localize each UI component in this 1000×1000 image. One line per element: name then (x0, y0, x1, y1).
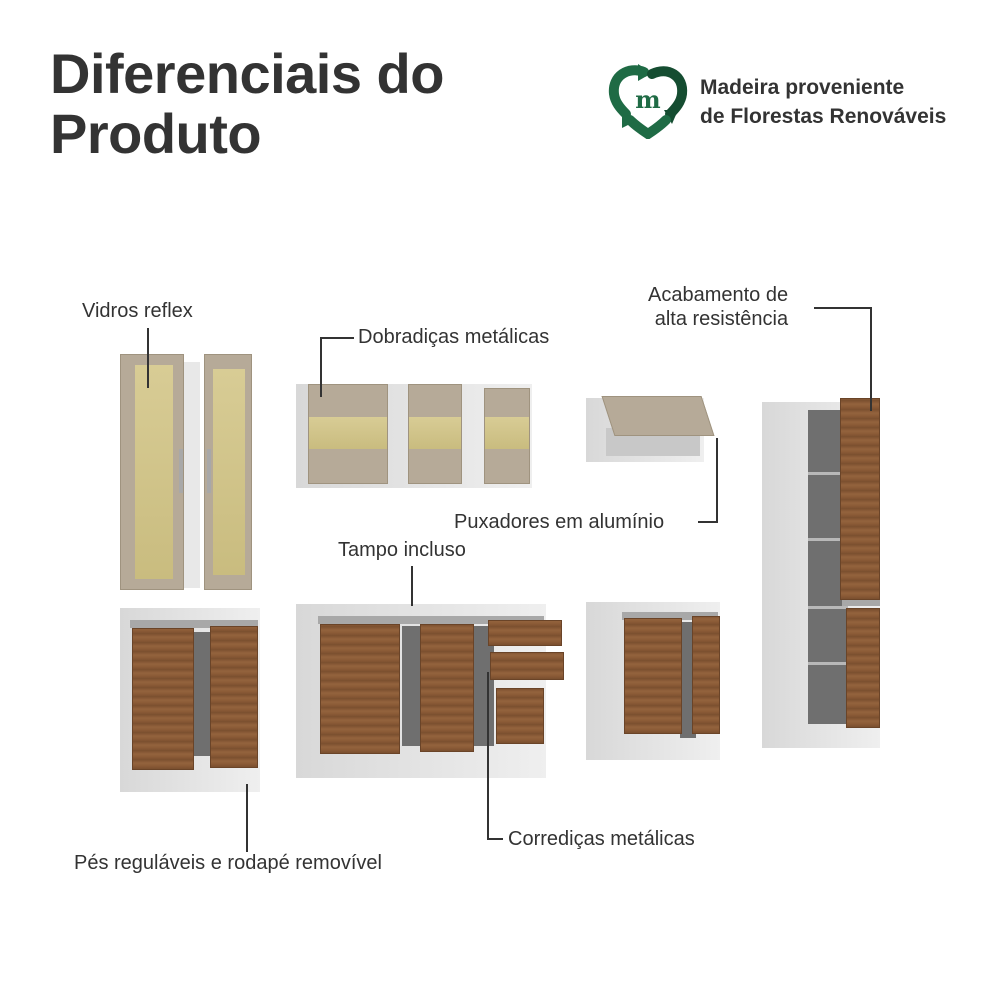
drawer-middle (490, 652, 564, 680)
callout-puxadores: Puxadores em alumínio (454, 511, 665, 533)
glass-door-left (120, 354, 184, 590)
callout-line-corredicas-h (487, 838, 503, 840)
callout-line-corredicas-v (487, 672, 489, 840)
acabamento-line-1: Acabamento de (648, 284, 789, 306)
base-cabinet-two-doors (120, 608, 260, 792)
callout-line-acabamento-h (814, 307, 872, 309)
drawer-door-bottom (496, 688, 544, 744)
callout-line-vidros (147, 328, 149, 388)
badge-line-2: de Florestas Renováveis (700, 104, 947, 128)
title-line-2: Produto (50, 102, 262, 165)
glass-door-right (204, 354, 252, 590)
sink-door-right (420, 624, 474, 752)
callout-line-acabamento-v (870, 307, 872, 411)
badge-text: Madeira proveniente de Florestas Renováv… (700, 73, 946, 131)
flip-door-3 (484, 388, 530, 484)
small-door-left (624, 618, 682, 734)
title-line-1: Diferenciais do (50, 42, 444, 105)
sustainability-badge: m Madeira proveniente de Florestas Renov… (608, 64, 946, 139)
svg-text:m: m (635, 85, 660, 114)
drawer-top (488, 620, 562, 646)
recycle-heart-m-icon: m (608, 64, 688, 139)
callout-dobradicas: Dobradiças metálicas (358, 326, 550, 348)
flip-up-door (601, 396, 715, 436)
callout-line-pes (246, 784, 248, 852)
base-cabinet-small (586, 602, 720, 760)
callout-line-dobradicas-h (320, 337, 354, 339)
small-door-right (692, 616, 720, 734)
tall-pantry-cabinet (762, 398, 880, 748)
callout-line-dobradicas-v (320, 337, 322, 397)
acabamento-line-2: alta resistência (654, 308, 789, 330)
badge-line-1: Madeira proveniente (700, 75, 905, 99)
pantry-door-lower (846, 608, 880, 728)
sink-base-cabinet (296, 604, 564, 778)
callout-pes: Pés reguláveis e rodapé removível (74, 852, 382, 874)
flip-door-1 (308, 384, 388, 484)
callout-acabamento: Acabamento de alta resistência (648, 283, 788, 331)
callout-line-tampo (411, 566, 413, 606)
callout-line-puxadores-v (716, 438, 718, 523)
base-door-right (210, 626, 258, 768)
flip-door-2 (408, 384, 462, 484)
page-title: Diferenciais do Produto (50, 44, 444, 164)
pantry-door-upper (840, 398, 880, 600)
glass-upper-cabinet (296, 384, 532, 488)
callout-corredicas: Corrediças metálicas (508, 828, 695, 850)
callout-vidros-reflex: Vidros reflex (82, 300, 193, 322)
base-door-left (132, 628, 194, 770)
flip-up-wall-cabinet (586, 396, 715, 462)
sink-door-left (320, 624, 400, 754)
glass-wall-cabinet (118, 352, 254, 592)
callout-tampo: Tampo incluso (338, 539, 466, 561)
callout-line-puxadores-h (698, 521, 718, 523)
